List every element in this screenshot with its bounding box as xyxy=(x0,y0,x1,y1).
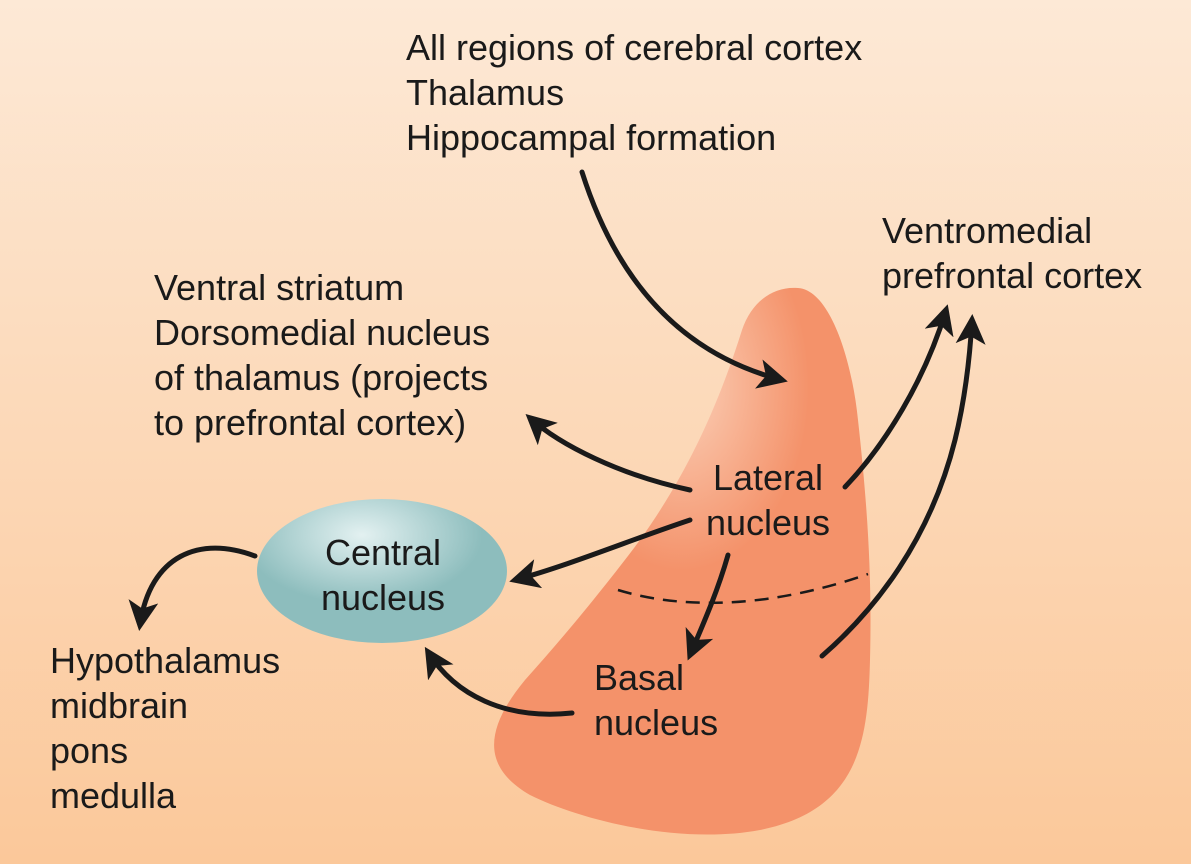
arrow-cortex-to-lateral xyxy=(579,169,788,389)
arrow-lateral-to-ventromedial xyxy=(842,304,954,490)
striatum-label: Ventral striatum Dorsomedial nucleus of … xyxy=(154,265,490,445)
cortical-inputs-line-2: Thalamus xyxy=(406,72,565,113)
brainstem-targets-line-1: Hypothalamus xyxy=(50,640,281,681)
central-nucleus-shape xyxy=(257,499,507,643)
lateral-basal-boundary xyxy=(617,572,869,605)
cortical-inputs-line-3: Hippocampal formation xyxy=(406,117,777,158)
basal-nucleus-line-1: Basal xyxy=(594,657,685,698)
cortical-inputs-line-1: All regions of cerebral cortex xyxy=(406,27,863,68)
basal-nucleus-label: Basal nucleus xyxy=(594,655,718,745)
striatum-line-3: of thalamus (projects xyxy=(154,357,489,398)
arrow-lateral-to-central xyxy=(509,517,693,589)
striatum-line-2: Dorsomedial nucleus xyxy=(154,312,491,353)
striatum-line-4: to prefrontal cortex) xyxy=(154,402,467,443)
ventromedial-line-1: Ventromedial xyxy=(882,210,1093,251)
arrow-lateral-to-striatum xyxy=(525,413,693,493)
cortical-inputs-label: All regions of cerebral cortex Thalamus … xyxy=(406,25,862,160)
lateral-nucleus-line-1: Lateral xyxy=(712,457,824,498)
brainstem-targets-label: Hypothalamus midbrain pons medulla xyxy=(50,638,280,818)
brainstem-targets-line-2: midbrain xyxy=(50,685,189,726)
basal-nucleus-line-2: nucleus xyxy=(594,702,719,743)
brainstem-targets-line-4: medulla xyxy=(50,775,177,816)
brainstem-targets-line-3: pons xyxy=(50,730,129,771)
lateral-nucleus-label: Lateral nucleus xyxy=(700,455,836,545)
arrow-basal-to-central xyxy=(424,646,575,717)
arrow-central-to-brainstem xyxy=(128,545,258,631)
arrow-lateral-to-basal xyxy=(685,552,731,661)
striatum-line-1: Ventral striatum xyxy=(154,267,405,308)
ventromedial-label: Ventromedial prefrontal cortex xyxy=(882,208,1142,298)
ventromedial-line-2: prefrontal cortex xyxy=(882,255,1143,296)
central-nucleus-line-1: Central xyxy=(324,532,442,573)
central-nucleus-line-2: nucleus xyxy=(320,577,446,618)
central-nucleus-label: Central nucleus xyxy=(310,530,456,620)
amygdala-shape xyxy=(494,287,871,835)
arrow-basal-to-ventromedial xyxy=(819,314,986,659)
lateral-nucleus-line-2: nucleus xyxy=(705,502,831,543)
